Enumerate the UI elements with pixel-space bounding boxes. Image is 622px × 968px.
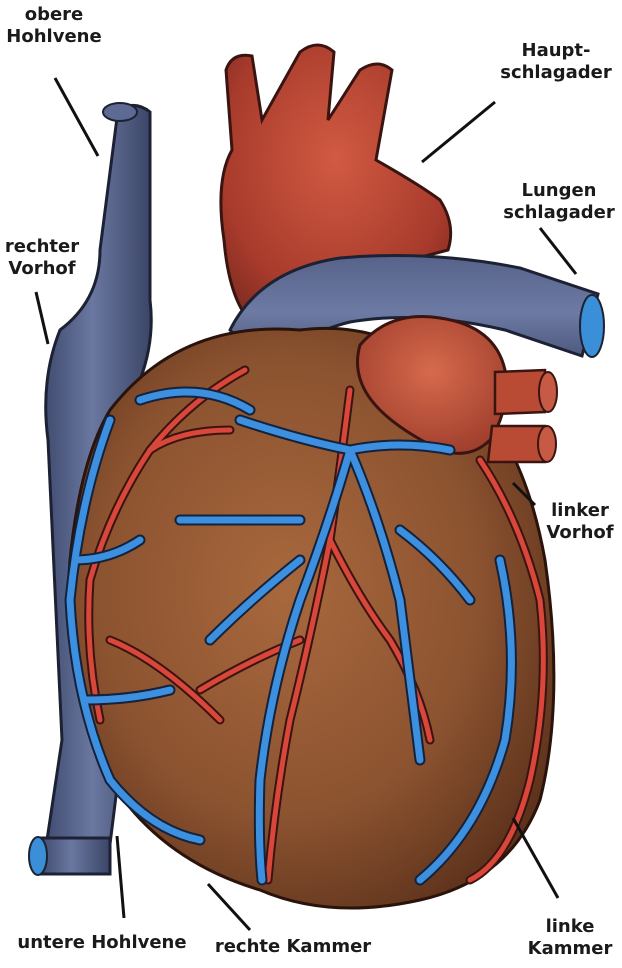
label-rechte-kammer: rechte Kammer: [208, 936, 378, 958]
label-obere-hohlvene: obere Hohlvene: [4, 4, 104, 48]
label-linker-vorhof: linker Vorhof: [538, 500, 622, 544]
label-untere-hohlvene: untere Hohlvene: [2, 932, 202, 954]
leader-line-untere-hohlvene: [117, 836, 124, 918]
leader-line-obere-hohlvene: [55, 78, 98, 156]
leader-line-lungenschlagader: [540, 228, 576, 274]
label-rechter-vorhof: rechter Vorhof: [0, 236, 84, 280]
leader-line-rechter-vorhof: [36, 292, 48, 344]
label-linke-kammer: linke Kammer: [520, 916, 620, 960]
label-lungenschlagader: Lungen schlagader: [496, 180, 622, 224]
leader-line-rechte-kammer: [208, 884, 250, 930]
label-hauptschlagader: Haupt- schlagader: [496, 40, 616, 84]
leader-line-linke-kammer: [513, 818, 558, 898]
leader-line-hauptschlagader: [422, 102, 495, 162]
